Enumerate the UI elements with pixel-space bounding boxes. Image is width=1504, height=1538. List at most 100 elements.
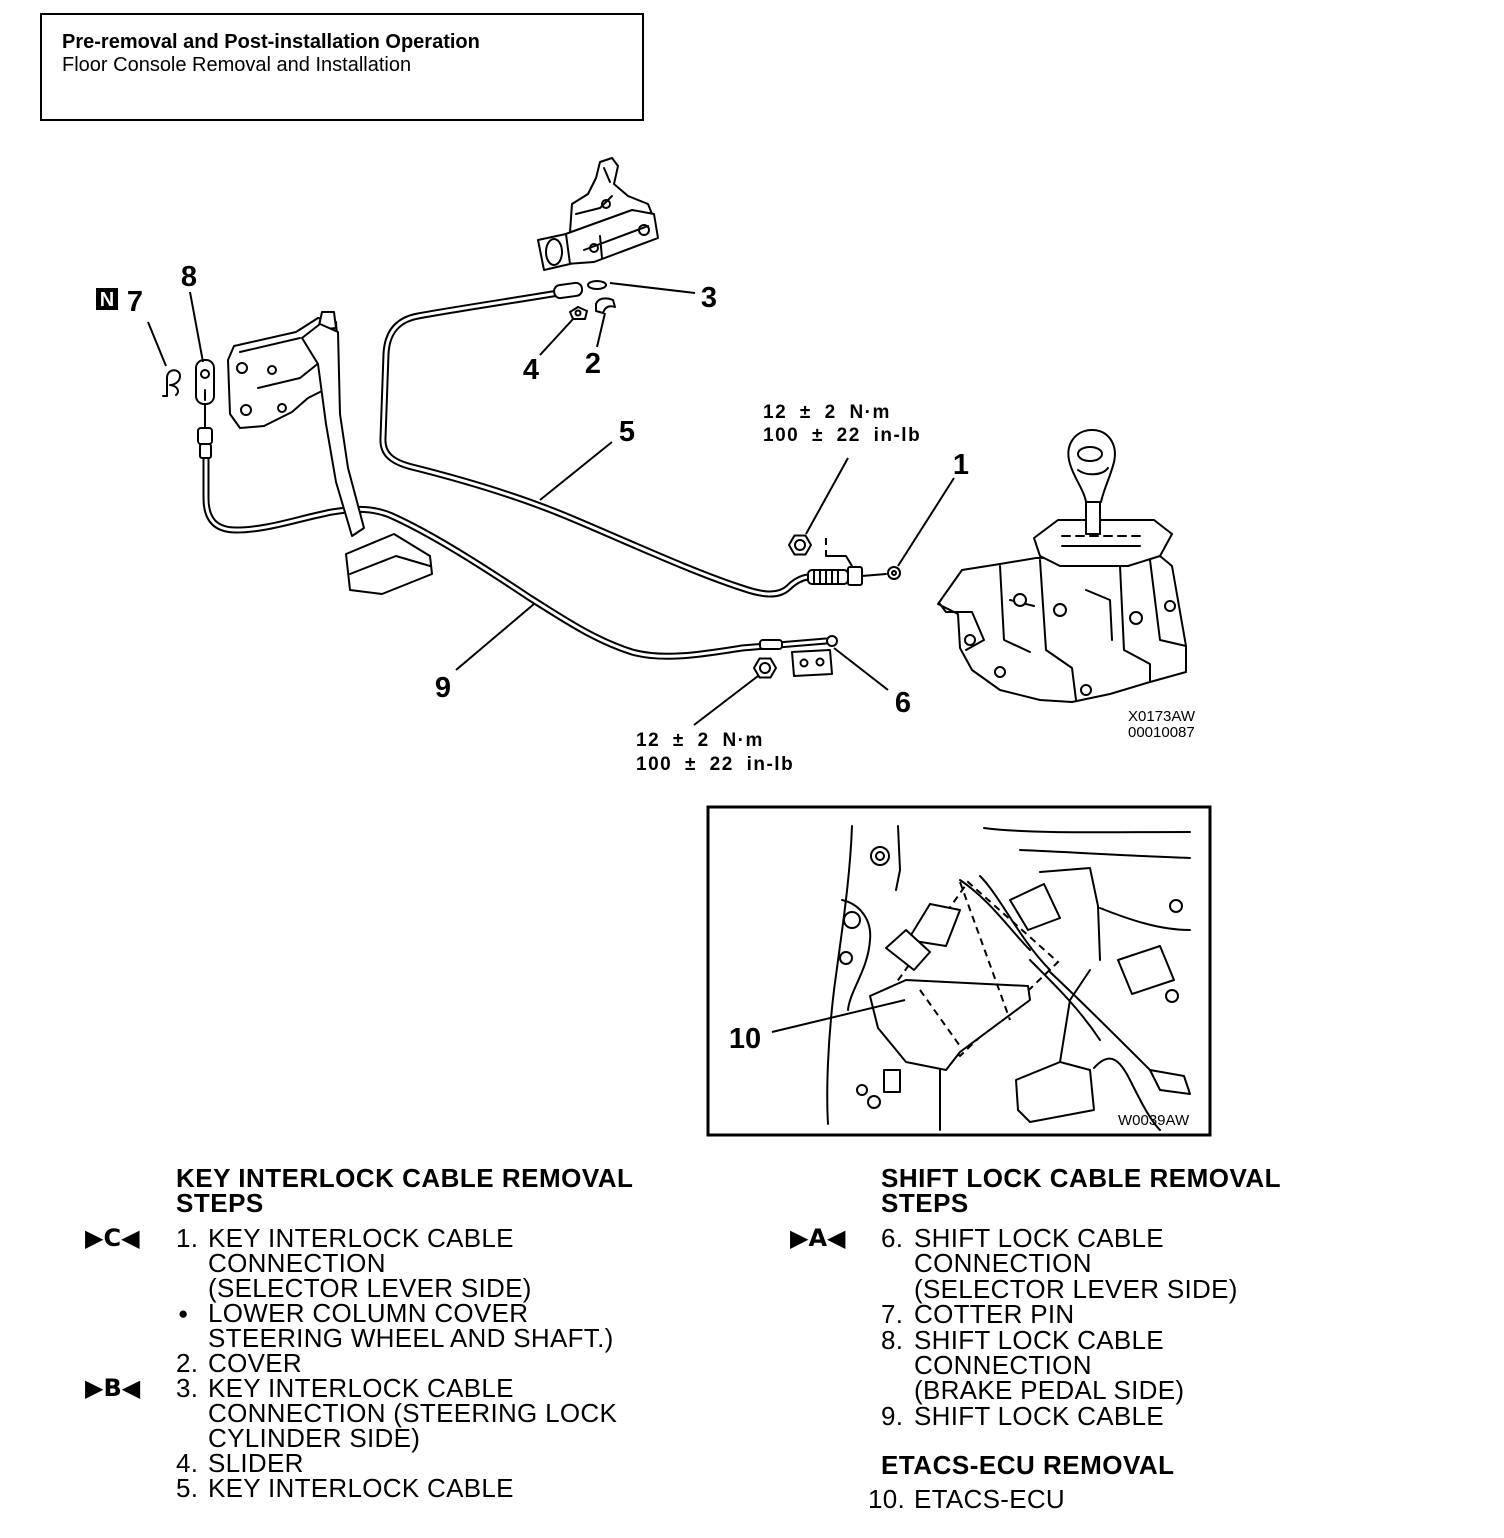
step-text: LOWER COLUMN COVER STEERING WHEEL AND SH…: [208, 1298, 614, 1351]
leader-7: [147, 321, 167, 367]
shift-cable-fitting: [759, 639, 783, 650]
step-number: 3.: [176, 1373, 199, 1403]
step-item: 10. ETACS-ECU: [868, 1484, 1066, 1514]
etacs-ecu-heading: ETACS-ECU REMOVAL: [881, 1450, 1175, 1480]
etacs-ecu-inset: 10 W0039AW: [706, 805, 1212, 1137]
step-item: 8. SHIFT LOCK CABLE CONNECTION (BRAKE PE…: [881, 1324, 1238, 1406]
torque-upper-metric: 12 ± 2 N·m: [763, 402, 891, 423]
shift-lock-steps: ▶A◀ 6. SHIFT LOCK CABLE CONNECTION (SELE…: [790, 1223, 1238, 1431]
step-item: ▶A◀ 6. SHIFT LOCK CABLE CONNECTION (SELE…: [790, 1223, 1238, 1304]
leader-2: [596, 312, 606, 348]
torque-upper-imperial: 100 ± 22 in-lb: [763, 425, 921, 446]
key-interlock-cable: [379, 280, 901, 598]
leader-4: [539, 317, 575, 356]
step-item: 9. SHIFT LOCK CABLE: [881, 1400, 1238, 1431]
inset-figure-code: W0039AW: [1118, 1112, 1190, 1129]
service-point-marker: ▶C◀: [85, 1224, 140, 1252]
step-text: KEY INTERLOCK CABLE: [208, 1473, 514, 1503]
torque-lower-imperial: 100 ± 22 in-lb: [636, 754, 794, 775]
new-part-mark: [96, 288, 118, 310]
callout-2: 2: [585, 348, 601, 380]
step-text: SLIDER: [208, 1448, 304, 1478]
step-line: CONNECTION: [914, 1248, 1092, 1279]
key-interlock-heading: KEY INTERLOCK CABLE REMOVAL STEPS: [176, 1163, 634, 1218]
shift-cable-clevis: [195, 359, 215, 459]
step-item: ▶C◀ 1. KEY INTERLOCK CABLE CONNECTION (S…: [85, 1225, 617, 1303]
step-line: (BRAKE PEDAL SIDE): [914, 1375, 1185, 1406]
torque-lower-metric: 12 ± 2 N·m: [636, 730, 764, 751]
step-number: 7.: [881, 1299, 904, 1330]
step-line: ETACS-ECU: [914, 1484, 1066, 1514]
leader-8: [189, 291, 204, 363]
leader-6: [833, 647, 889, 691]
key-interlock-steps: ▶C◀ 1. KEY INTERLOCK CABLE CONNECTION (S…: [85, 1225, 618, 1503]
step-number: 10.: [868, 1484, 906, 1514]
step-line: COTTER PIN: [914, 1299, 1075, 1330]
callout-1: 1: [953, 449, 969, 481]
cable-end-fitting: [553, 281, 584, 300]
callout-5: 5: [619, 416, 635, 448]
step-line: LOWER COLUMN COVER: [208, 1298, 529, 1328]
heading-line: SHIFT LOCK CABLE REMOVAL: [881, 1163, 1282, 1193]
step-text: COVER: [208, 1348, 302, 1378]
step-item: 4. SLIDER: [176, 1448, 617, 1478]
heading-line: ETACS-ECU REMOVAL: [881, 1450, 1175, 1480]
leader-torque-upper: [805, 457, 849, 535]
cable-sleeve: [847, 566, 863, 586]
selector-lever-assembly: [937, 429, 1187, 703]
step-line: COVER: [208, 1348, 302, 1378]
step-line: SHIFT LOCK CABLE: [914, 1400, 1164, 1431]
callout-10: 10: [729, 1023, 761, 1055]
step-text: COTTER PIN: [914, 1299, 1075, 1330]
step-text: ETACS-ECU: [914, 1484, 1066, 1514]
step-text: SHIFT LOCK CABLE CONNECTION (BRAKE PEDAL…: [914, 1326, 1185, 1406]
shift-lock-heading: SHIFT LOCK CABLE REMOVAL STEPS: [881, 1163, 1282, 1216]
heading-line: KEY INTERLOCK CABLE REMOVAL: [176, 1163, 634, 1193]
step-text: SHIFT LOCK CABLE CONNECTION (SELECTOR LE…: [914, 1223, 1238, 1304]
step-number: 8.: [881, 1324, 904, 1355]
leader-3: [609, 282, 696, 294]
step-number: 9.: [881, 1400, 904, 1431]
new-part-mark-letter: N: [100, 289, 114, 311]
etacs-ecu-steps: 10. ETACS-ECU: [868, 1484, 1066, 1514]
leader-9: [455, 603, 535, 671]
pedal-arm: [301, 323, 365, 537]
figure-number: 00010087: [1128, 724, 1195, 741]
step-line: SLIDER: [208, 1448, 304, 1478]
pedal-pad: [345, 533, 433, 595]
steering-lock-cylinder: [537, 157, 659, 271]
service-point-marker: ▶B◀: [85, 1374, 141, 1402]
service-point-marker: ▶A◀: [790, 1224, 846, 1252]
step-item: ● LOWER COLUMN COVER STEERING WHEEL AND …: [176, 1298, 617, 1351]
step-line: (SELECTOR LEVER SIDE): [914, 1273, 1238, 1304]
leader-5: [539, 441, 613, 501]
step-line: CONNECTION: [914, 1350, 1092, 1381]
step-line: (SELECTOR LEVER SIDE): [208, 1273, 532, 1303]
step-line: SHIFT LOCK CABLE: [914, 1223, 1164, 1253]
inset-brake-pedal: [1015, 1061, 1095, 1123]
ecu-connector: [907, 903, 961, 947]
callout-7: 7: [127, 286, 143, 318]
shift-cable-eyelet: [826, 635, 838, 647]
figure-code: X0173AW: [1128, 708, 1196, 725]
cotter-pin: [162, 369, 181, 397]
cover-part: [595, 297, 616, 314]
step-item: ▶B◀ 3. KEY INTERLOCK CABLE CONNECTION (S…: [85, 1373, 618, 1453]
step-item: 2. COVER: [176, 1348, 617, 1378]
step-line: CYLINDER SIDE): [208, 1423, 421, 1453]
step-bullet: ●: [178, 1304, 189, 1323]
heading-line: STEPS: [176, 1188, 264, 1218]
cable-end-link: [587, 280, 607, 290]
step-line: KEY INTERLOCK CABLE: [208, 1373, 514, 1403]
step-number: 6.: [881, 1223, 904, 1253]
step-line: CONNECTION (STEERING LOCK: [208, 1398, 618, 1428]
ecu-connector: [1009, 883, 1061, 931]
callout-4: 4: [523, 354, 539, 386]
step-line: KEY INTERLOCK CABLE: [208, 1473, 514, 1503]
step-text: SHIFT LOCK CABLE: [914, 1400, 1164, 1431]
callout-9: 9: [435, 672, 451, 704]
slider-part: [569, 306, 588, 320]
leader-torque-lower: [693, 675, 759, 726]
